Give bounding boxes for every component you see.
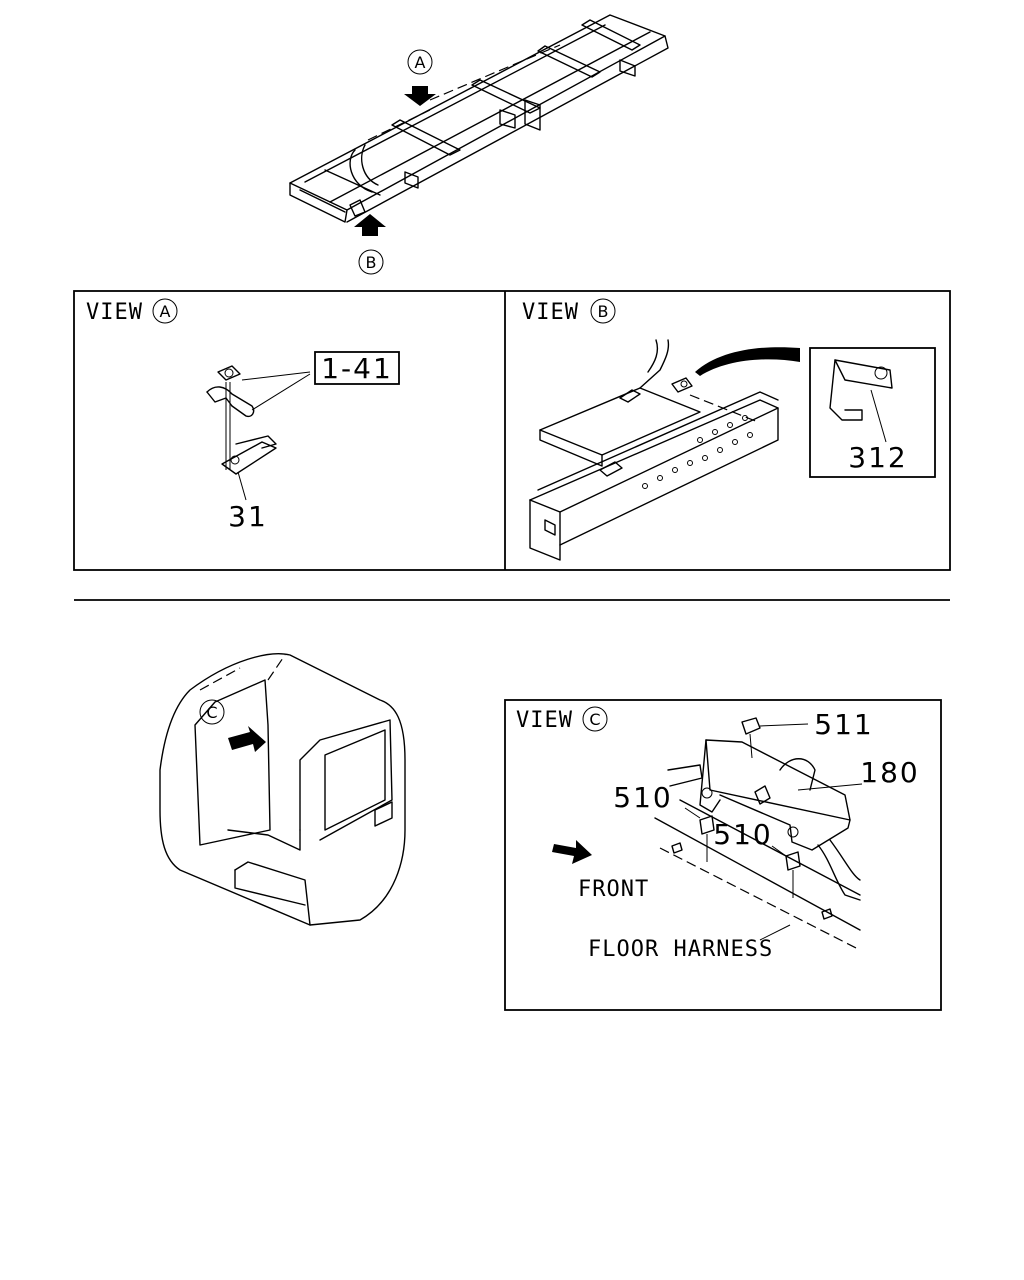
- callout-a-top: A: [407, 49, 433, 75]
- view-ab-frame: [73, 290, 951, 571]
- callout-c-cab: C: [206, 703, 217, 722]
- harness-bracket-assembly: [654, 717, 863, 951]
- part-31-label: 31: [228, 500, 268, 533]
- floor-harness-label: FLOOR HARNESS: [588, 937, 773, 962]
- front-label: FRONT: [578, 877, 649, 902]
- svg-text:B: B: [366, 253, 377, 272]
- part-510-right-label: 510: [713, 818, 772, 851]
- cab-illustration: C: [159, 653, 406, 926]
- view-c-frame: [504, 699, 942, 1011]
- svg-text:VIEW: VIEW: [522, 300, 579, 325]
- svg-text:B: B: [598, 302, 609, 321]
- part-510-left-label: 510: [613, 781, 672, 814]
- part-511-label: 511: [814, 708, 873, 741]
- clip-bracket-assembly: [206, 365, 311, 501]
- arrow-a-down: [404, 86, 436, 106]
- svg-text:C: C: [589, 710, 600, 729]
- svg-text:1-41: 1-41: [321, 352, 393, 385]
- svg-text:A: A: [160, 302, 171, 321]
- view-c-title: VIEW C: [516, 706, 608, 733]
- callout-b-top: B: [358, 249, 384, 275]
- view-b-title: VIEW B: [522, 298, 616, 325]
- svg-text:VIEW: VIEW: [86, 300, 143, 325]
- ref-1-41-box: 1-41: [314, 351, 400, 385]
- svg-text:VIEW: VIEW: [516, 708, 573, 733]
- part-180-label: 180: [860, 756, 919, 789]
- frame-rail-illustration: [529, 339, 779, 561]
- front-arrow: [552, 840, 592, 864]
- arrow-b-up: [354, 214, 386, 236]
- chassis-frame-illustration: [289, 14, 669, 223]
- part-312-label: 312: [848, 441, 907, 474]
- svg-text:A: A: [415, 53, 426, 72]
- curved-pointer-arrow: [695, 347, 800, 376]
- view-a-title: VIEW A: [86, 298, 178, 325]
- bracket-312-inset: 312: [809, 347, 936, 478]
